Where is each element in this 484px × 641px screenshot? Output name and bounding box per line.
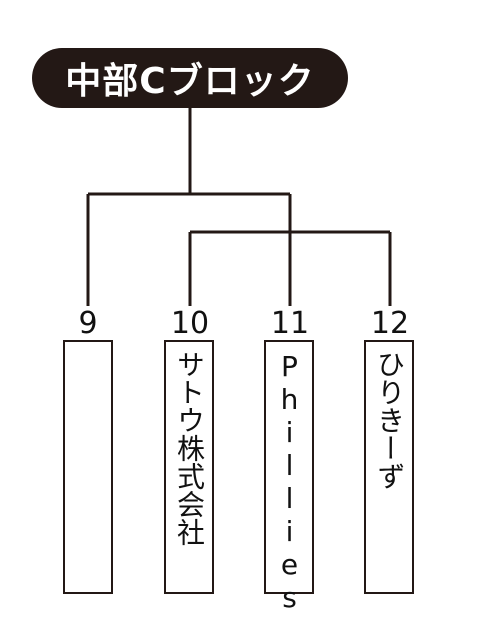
team-box <box>63 340 113 594</box>
team-name: Phillies <box>273 350 306 614</box>
team-box: ひりきーず <box>364 340 414 594</box>
team-name: ひりきーず <box>373 350 406 490</box>
team-box: サトウ株式会社 <box>164 340 214 594</box>
block-title: 中部Cブロック <box>32 48 348 108</box>
seed-number: 9 <box>78 306 98 341</box>
team-box: Phillies <box>264 340 314 614</box>
seed-number: 12 <box>370 306 410 341</box>
seed-number: 11 <box>270 306 310 341</box>
team-name: サトウ株式会社 <box>173 350 206 546</box>
seed-number: 10 <box>170 306 210 341</box>
